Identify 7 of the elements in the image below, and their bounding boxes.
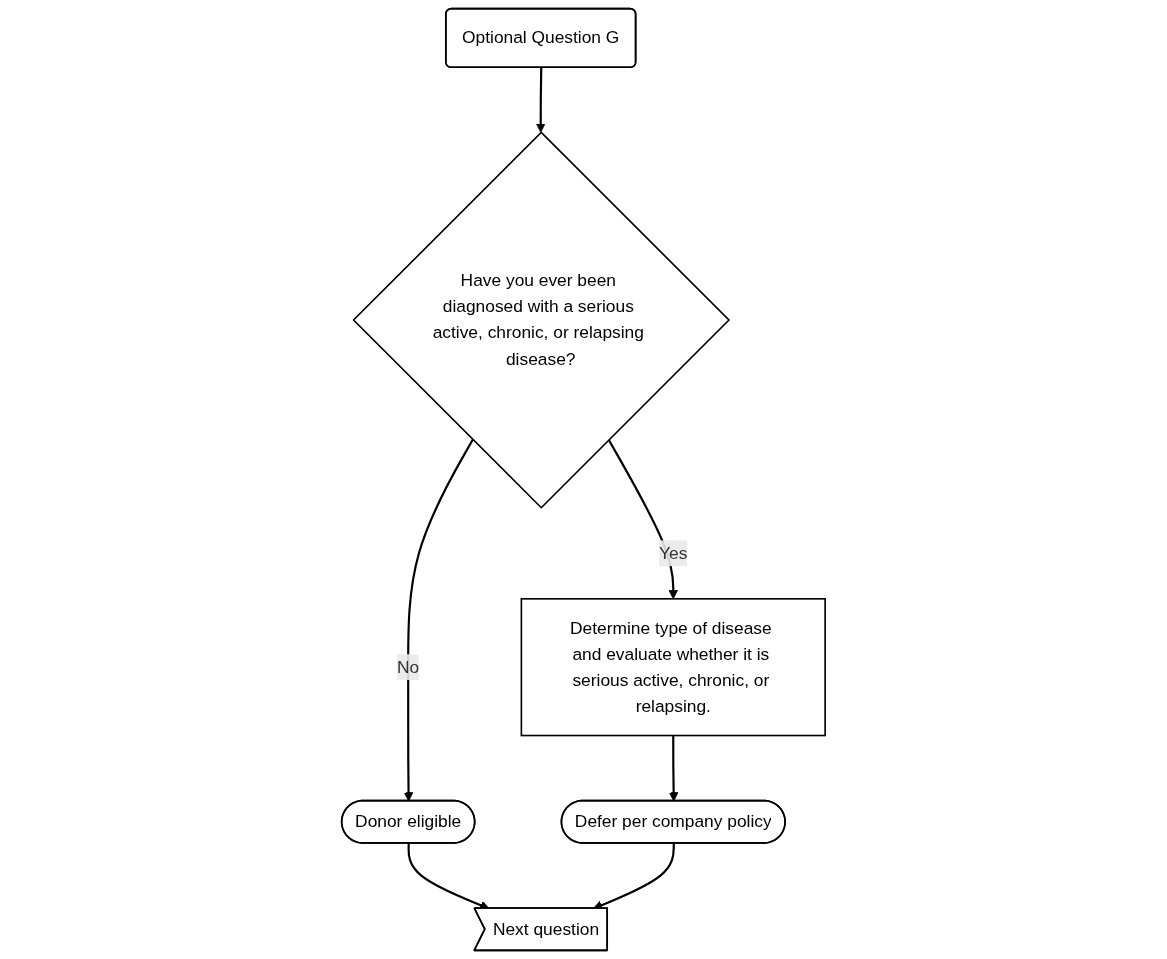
arrow <box>536 67 546 133</box>
node-box: Determine type of disease and evaluate whether it is serious active, chronic, or relapsing. <box>520 598 827 737</box>
edge-label: Yes <box>659 543 688 562</box>
arrow <box>403 439 474 802</box>
edge-label: No <box>397 657 420 676</box>
node-diamond: Have you ever been diagnosed with a serious active, chronic, or relapsing disease? <box>352 131 731 509</box>
arrow <box>669 735 679 802</box>
